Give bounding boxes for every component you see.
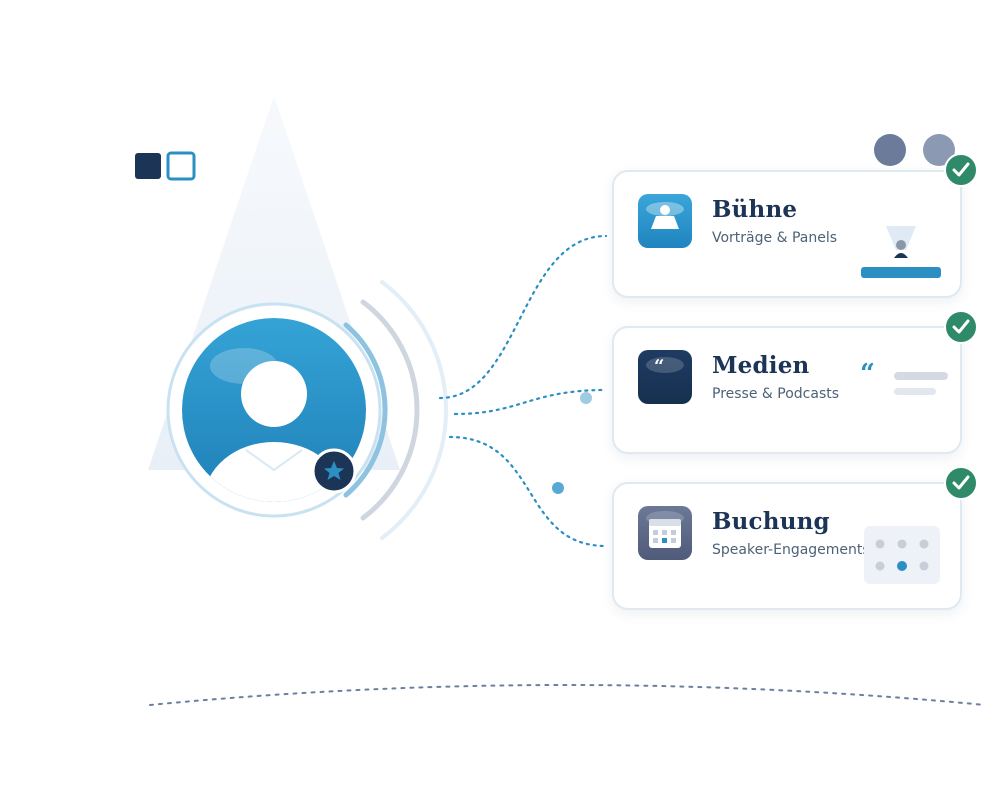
connector-medien [453,388,608,416]
svg-text:“: “ [654,356,664,377]
card-title: Medien [712,352,810,379]
square-filled-icon [135,153,161,179]
card-subtitle: Speaker-Engagements [712,542,870,558]
connector-buehne [438,234,608,400]
checkmark-icon [952,475,970,490]
arc-outer [380,280,448,540]
svg-text:“: “ [860,359,875,389]
stage-illustration-icon [861,226,941,278]
arc-inner [343,322,388,498]
card-medien[interactable]: “ Medien Presse & Podcasts “ [612,326,962,454]
calendar-grid-illustration-icon [864,526,940,584]
bottom-arc [149,684,986,706]
square-outline-icon [166,151,196,181]
check-badge-medien [944,310,978,344]
user-avatar-icon [204,348,344,502]
check-badge-buehne [944,153,978,187]
quote-icon: “ [638,350,692,404]
check-badge-buchung [944,466,978,500]
connector-buchung [448,435,608,548]
status-dot-dark [874,134,906,166]
card-title: Buchung [712,508,830,535]
card-subtitle: Vorträge & Panels [712,230,838,246]
calendar-icon [638,506,692,560]
floating-dot [552,482,564,494]
press-quote-illustration-icon: “ [860,359,948,395]
star-icon [324,461,344,480]
card-subtitle: Presse & Podcasts [712,386,840,402]
floating-dot [580,392,592,404]
card-buchung[interactable]: Buchung Speaker-Engagements [612,482,962,610]
checkmark-icon [952,319,970,334]
checkmark-icon [952,162,970,177]
card-title: Bühne [712,196,798,223]
stage-icon [638,194,692,248]
card-buehne[interactable]: Bühne Vorträge & Panels [612,170,962,298]
arc-middle [360,299,420,521]
